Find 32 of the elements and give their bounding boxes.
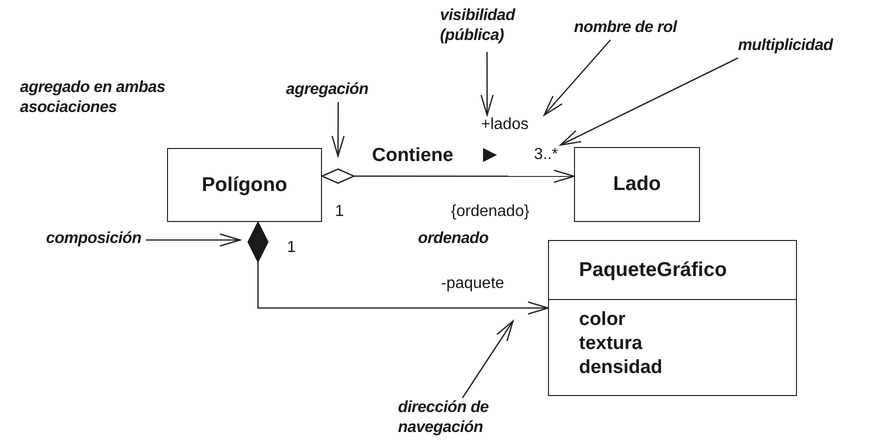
leader-line	[560, 57, 738, 146]
association-line	[321, 168, 575, 184]
multiplicity: 1	[335, 202, 344, 222]
leader-line	[544, 40, 611, 116]
class-name: PaqueteGráfico	[579, 258, 727, 282]
multiplicity: 1	[287, 238, 296, 258]
association-name: Contiene	[372, 145, 454, 166]
association-line	[248, 222, 549, 315]
class-box	[574, 147, 700, 222]
annotation: visibilidad (pública)	[440, 6, 552, 52]
class-name: Polígono	[202, 174, 288, 196]
class-box	[167, 148, 322, 222]
class-box	[548, 240, 797, 396]
class-name: Lado	[613, 173, 661, 196]
leader-line	[462, 320, 514, 398]
annotation: composición	[46, 229, 146, 251]
annotation: multiplicidad	[738, 36, 879, 58]
annotation: nombre de rol	[574, 18, 714, 40]
leader-line	[480, 52, 494, 116]
attribute: densidad	[579, 356, 664, 380]
attribute: color	[579, 308, 626, 332]
annotation: ordenado	[418, 229, 488, 249]
attribute: textura	[579, 332, 644, 356]
role-name: {ordenado}	[451, 202, 530, 222]
annotation: dirección de navegación	[398, 398, 538, 440]
leader-line	[331, 102, 345, 157]
role-name: +lados	[481, 115, 529, 135]
multiplicity: 3..*	[534, 145, 558, 165]
leader-line	[146, 233, 241, 247]
annotation: agregado en ambas asociaciones	[20, 78, 166, 118]
role-name: -paquete	[441, 274, 504, 294]
annotation: agregación	[286, 80, 402, 102]
